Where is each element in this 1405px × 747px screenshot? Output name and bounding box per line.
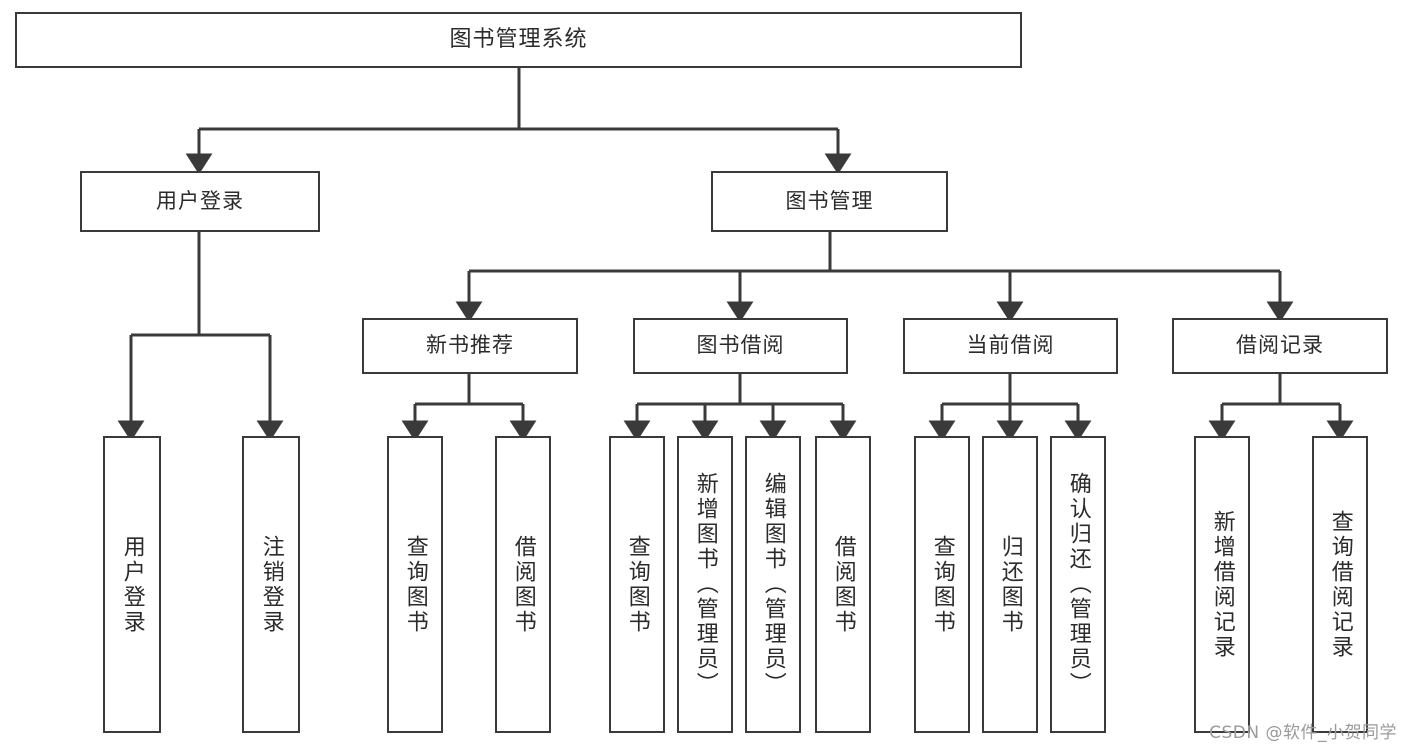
node-leaf-query-book-recommend-label: 查询图书 (402, 534, 428, 635)
node-leaf-borrow-book-recommend[interactable]: 借阅图书 (495, 436, 551, 733)
node-leaf-query-book-recommend[interactable]: 查询图书 (387, 436, 443, 733)
node-leaf-edit-book-admin[interactable]: 编辑图书（管理员） (745, 436, 801, 733)
node-leaf-query-book-borrow-label: 查询图书 (624, 534, 650, 635)
node-leaf-confirm-return-admin[interactable]: 确认归还（管理员） (1050, 436, 1106, 733)
node-leaf-user-login-label: 用户登录 (119, 534, 145, 635)
node-leaf-confirm-return-admin-label: 确认归还（管理员） (1065, 472, 1091, 697)
node-leaf-query-book-borrow[interactable]: 查询图书 (609, 436, 665, 733)
node-leaf-borrow-book[interactable]: 借阅图书 (815, 436, 871, 733)
node-borrow-record[interactable]: 借阅记录 (1172, 318, 1388, 374)
node-leaf-add-book-admin-label: 新增图书（管理员） (692, 472, 718, 697)
node-new-book-recommend[interactable]: 新书推荐 (362, 318, 578, 374)
node-leaf-borrow-book-recommend-label: 借阅图书 (510, 534, 536, 635)
node-leaf-add-borrow-record[interactable]: 新增借阅记录 (1194, 436, 1250, 733)
node-current-borrow-label: 当前借阅 (966, 333, 1055, 358)
node-leaf-add-borrow-record-label: 新增借阅记录 (1209, 509, 1235, 660)
node-book-management[interactable]: 图书管理 (711, 171, 948, 232)
node-user-login-label: 用户登录 (156, 188, 244, 213)
node-leaf-query-book-current[interactable]: 查询图书 (914, 436, 970, 733)
node-current-borrow[interactable]: 当前借阅 (903, 318, 1118, 374)
node-user-login[interactable]: 用户登录 (80, 171, 320, 232)
node-leaf-borrow-book-label: 借阅图书 (830, 534, 856, 635)
node-book-borrow[interactable]: 图书借阅 (633, 318, 848, 374)
node-leaf-user-login[interactable]: 用户登录 (103, 436, 161, 733)
node-book-management-label: 图书管理 (785, 188, 874, 213)
node-root-label: 图书管理系统 (449, 26, 588, 52)
node-leaf-edit-book-admin-label: 编辑图书（管理员） (760, 472, 786, 697)
node-leaf-logout[interactable]: 注销登录 (242, 436, 300, 733)
watermark-text: CSDN @软件_小贺同学 (1209, 723, 1397, 743)
node-leaf-query-borrow-record[interactable]: 查询借阅记录 (1312, 436, 1368, 733)
node-leaf-return-book-label: 归还图书 (997, 534, 1023, 635)
node-borrow-record-label: 借阅记录 (1236, 333, 1324, 358)
node-leaf-add-book-admin[interactable]: 新增图书（管理员） (677, 436, 733, 733)
node-leaf-logout-label: 注销登录 (258, 534, 284, 635)
node-new-book-recommend-label: 新书推荐 (426, 333, 514, 358)
node-book-borrow-label: 图书借阅 (696, 333, 785, 358)
node-leaf-return-book[interactable]: 归还图书 (982, 436, 1038, 733)
node-root-system[interactable]: 图书管理系统 (15, 12, 1022, 68)
node-leaf-query-book-current-label: 查询图书 (929, 534, 955, 635)
node-leaf-query-borrow-record-label: 查询借阅记录 (1327, 509, 1353, 660)
